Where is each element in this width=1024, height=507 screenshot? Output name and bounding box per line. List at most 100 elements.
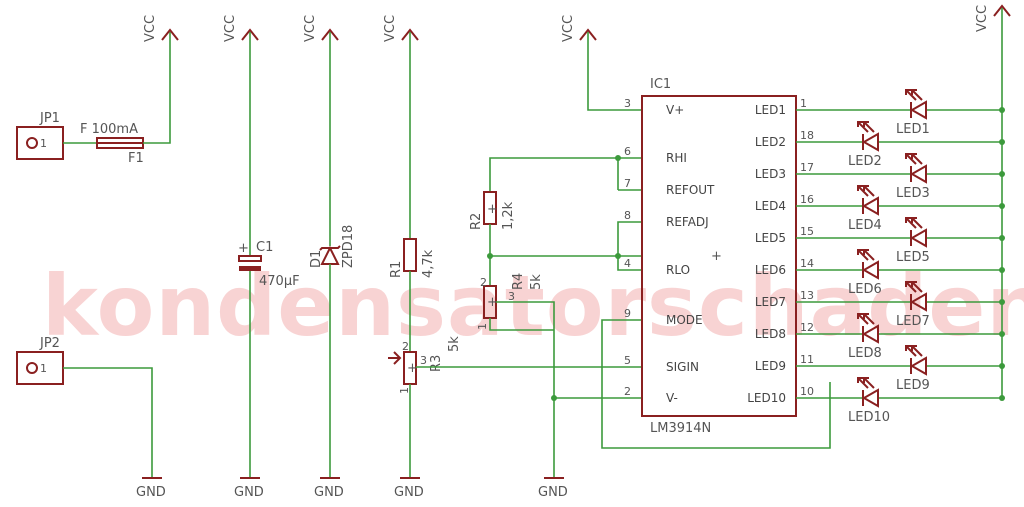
svg-text:F 100mA: F 100mA [80,122,138,137]
svg-text:2: 2 [480,276,487,289]
svg-text:4: 4 [624,257,631,270]
ic-pin-led7: 13 LED7 [755,289,814,309]
zener-diode-d1: D1 ZPD18 [309,225,356,268]
svg-text:12: 12 [800,321,814,334]
ic-pin-led3: 17 LED3 [755,161,814,181]
led-8: LED8 [796,313,1005,361]
svg-text:SIGIN: SIGIN [666,360,699,374]
svg-text:LED10: LED10 [848,410,890,425]
vcc-symbol: VCC [303,15,339,42]
ic-pin-rlo: 4 RLO [624,257,690,277]
svg-text:V-: V- [666,391,678,405]
svg-text:LM3914N: LM3914N [650,421,711,436]
gnd-symbol: GND [136,477,166,500]
svg-text:VCC: VCC [561,15,576,42]
svg-text:3: 3 [508,290,515,303]
resistor-r2: + R2 1,2k [469,191,516,230]
potentiometer-r4: + 2 1 3 R4 5k [476,273,544,330]
svg-text:JP2: JP2 [39,336,60,351]
svg-text:9: 9 [624,307,631,320]
ic-pin-refadj: 8 REFADJ [624,209,709,229]
svg-text:1: 1 [40,362,47,375]
svg-text:REFOUT: REFOUT [666,183,715,197]
svg-text:470µF: 470µF [259,274,300,289]
svg-text:LED1: LED1 [896,122,930,137]
svg-text:LED8: LED8 [848,346,882,361]
svg-text:R4: R4 [511,273,526,290]
svg-text:13: 13 [800,289,814,302]
connector-jp1: JP1 1 [16,111,64,160]
svg-text:RLO: RLO [666,263,690,277]
svg-text:5k: 5k [447,336,462,352]
svg-text:REFADJ: REFADJ [666,215,709,229]
svg-text:R2: R2 [469,213,484,230]
svg-text:GND: GND [394,485,424,500]
connector-jp2: JP2 1 [16,336,64,385]
svg-text:LED1: LED1 [755,103,786,117]
gnd-symbol: GND [234,477,264,500]
svg-text:LED6: LED6 [848,282,882,297]
svg-text:IC1: IC1 [650,77,671,92]
svg-text:5k: 5k [529,274,544,290]
svg-text:JP1: JP1 [39,111,60,126]
led-10: LED10 [796,377,1005,425]
svg-text:11: 11 [800,353,814,366]
svg-text:+: + [238,241,249,256]
svg-text:2: 2 [624,385,631,398]
svg-text:LED2: LED2 [755,135,786,149]
svg-text:RHI: RHI [666,151,687,165]
svg-text:GND: GND [136,485,166,500]
svg-text:VCC: VCC [383,15,398,42]
led-3: LED3 [796,153,1005,201]
svg-text:LED6: LED6 [755,263,786,277]
svg-text:C1: C1 [256,240,273,255]
ic-pin-led9: 11 LED9 [755,353,814,373]
led-7: LED7 [796,281,1005,329]
ic-pin-led8: 12 LED8 [755,321,814,341]
svg-text:+: + [487,295,498,310]
svg-text:1: 1 [40,137,47,150]
vcc-symbol: VCC [975,4,1011,32]
svg-text:8: 8 [624,209,631,222]
ic-pin-sigin: 5 SIGIN [624,354,699,374]
svg-text:LED8: LED8 [755,327,786,341]
svg-text:D1: D1 [309,250,324,268]
svg-text:LED9: LED9 [755,359,786,373]
svg-text:+: + [711,249,722,264]
led-5: LED5 [796,217,1005,265]
svg-text:+: + [407,361,418,376]
svg-text:4,7k: 4,7k [421,249,436,278]
ic-pin-mode: 9 MODE [624,307,703,327]
svg-text:MODE: MODE [666,313,703,327]
svg-text:VCC: VCC [303,15,318,42]
svg-text:5: 5 [624,354,631,367]
svg-text:LED7: LED7 [755,295,786,309]
svg-text:VCC: VCC [143,15,158,42]
svg-text:6: 6 [624,145,631,158]
svg-text:1: 1 [398,387,411,394]
svg-text:1: 1 [476,323,489,330]
capacitor-c1: + C1 470µF [238,240,300,289]
svg-text:LED2: LED2 [848,154,882,169]
svg-text:R3: R3 [429,355,444,372]
fuse-f1: F 100mA F1 [80,122,144,166]
vcc-symbol: VCC [223,15,259,42]
svg-text:2: 2 [402,340,409,353]
svg-text:LED3: LED3 [755,167,786,181]
svg-text:1,2k: 1,2k [501,201,516,230]
svg-text:3: 3 [420,354,427,367]
watermark: kondensatorschaden [42,257,1024,355]
svg-text:17: 17 [800,161,814,174]
led-6: LED6 [796,249,1005,297]
ic-pin-rhi: 6 RHI [624,145,687,165]
svg-text:LED9: LED9 [896,378,930,393]
